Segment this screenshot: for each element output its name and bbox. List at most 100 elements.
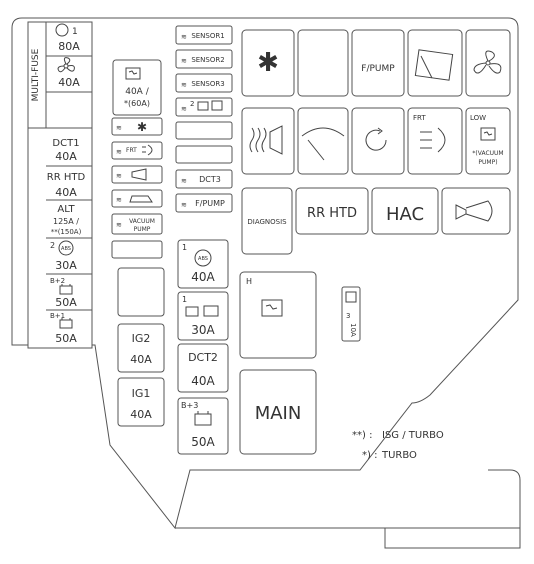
svg-text:≋: ≋ — [181, 81, 187, 89]
relay-horn[interactable] — [441, 187, 511, 235]
battery-icon — [59, 318, 73, 329]
svg-text:VACUUM: VACUUM — [129, 218, 155, 225]
snowflake-icon: ✱ — [257, 48, 279, 78]
mini-fuses: ≋ ✱ ≋ FRT ≋ ≋ ≋ VACUU — [111, 117, 163, 259]
empty-fuse-slot[interactable] — [175, 145, 233, 164]
cooling-fan-relay-icon — [125, 67, 141, 80]
cooling-fan-icon — [480, 127, 496, 141]
svg-text:SENSOR3: SENSOR3 — [191, 80, 224, 88]
fuse-abs-40a[interactable]: 1 ABS 40A — [177, 239, 229, 289]
legend: **) : ISG / TURBO *) : TURBO — [352, 430, 444, 461]
svg-text:≋: ≋ — [181, 105, 187, 113]
fuse-ig2[interactable]: IG2 40A — [117, 323, 165, 373]
wiper-icon — [414, 49, 454, 81]
svg-text:50A: 50A — [55, 332, 77, 345]
fuse-main[interactable]: MAIN — [239, 369, 317, 455]
svg-text:**(150A): **(150A) — [51, 228, 82, 236]
relay-diagnosis[interactable]: DIAGNOSIS — [241, 187, 293, 255]
fuse-vacuum-pump-mini[interactable]: ≋ VACUUM PUMP — [111, 213, 163, 235]
relay-wiper-2[interactable] — [297, 107, 349, 175]
cooling-fan-relay-icon — [261, 299, 283, 317]
svg-text:≋: ≋ — [116, 221, 122, 229]
sensor-fuses: ≋ SENSOR1 ≋ SENSOR2 ≋ SENSOR3 ≋ 2 — [175, 25, 233, 117]
relay-fan[interactable] — [465, 29, 511, 97]
svg-text:40A /: 40A / — [125, 87, 149, 97]
relay-wiper[interactable] — [407, 29, 463, 97]
svg-text:DCT1: DCT1 — [52, 138, 79, 149]
battery-icon — [59, 284, 73, 295]
svg-text:B+3: B+3 — [181, 401, 198, 410]
relay-ac[interactable]: ✱ — [241, 29, 295, 97]
empty-fuse-slot[interactable] — [111, 240, 163, 259]
horn-icon — [131, 168, 147, 181]
empty-fuse-slot[interactable] — [175, 121, 233, 140]
rotate-icon — [365, 127, 387, 151]
svg-text:F/PUMP: F/PUMP — [361, 64, 395, 74]
fuse-frt-fog-mini[interactable]: ≋ FRT — [111, 141, 163, 160]
fuse-b3-50a[interactable]: B+3 50A — [177, 397, 229, 455]
fuse-sensor3[interactable]: ≋ SENSOR3 — [175, 73, 233, 93]
relay-row-1: ✱ F/PUMP — [241, 29, 511, 97]
blank-block — [117, 267, 165, 317]
cooling-fan-relay-40a[interactable]: 40A / *(60A) — [112, 59, 162, 116]
relay-low-cooling-fan[interactable]: LOW *(VACUUM PUMP) — [465, 107, 511, 175]
fan-icon — [57, 57, 75, 73]
rear-defrost-icon — [249, 125, 283, 155]
fuse-ig1[interactable]: IG1 40A — [117, 377, 165, 427]
svg-text:40A: 40A — [58, 76, 80, 89]
fuse-horn-mini[interactable]: ≋ — [111, 165, 163, 184]
fuse-f-pump[interactable]: ≋ F/PUMP — [175, 193, 233, 213]
svg-text:DIAGNOSIS: DIAGNOSIS — [247, 218, 287, 226]
svg-text:10A: 10A — [349, 323, 357, 337]
svg-text:RR HTD: RR HTD — [47, 172, 86, 183]
fuse-sensor2[interactable]: ≋ SENSOR2 — [175, 49, 233, 69]
car-icon — [129, 195, 153, 203]
abs-icon: ABS — [194, 249, 212, 267]
relay-f-pump[interactable]: F/PUMP — [351, 29, 405, 97]
fuse-fan-40a[interactable]: 40A — [46, 57, 92, 93]
relay-blank[interactable] — [297, 29, 349, 97]
svg-text:IG2: IG2 — [132, 332, 151, 345]
fuse-dct3[interactable]: ≋ DCT3 — [175, 169, 233, 189]
relay-hac[interactable]: HAC — [371, 187, 439, 235]
battery-icon — [194, 411, 212, 426]
relay-rear-defrost[interactable] — [241, 107, 295, 175]
engine-icon — [185, 305, 219, 317]
svg-text:30A: 30A — [191, 323, 215, 337]
svg-text:≋: ≋ — [116, 196, 122, 204]
fuse-dct1[interactable]: DCT1 40A — [46, 138, 92, 167]
svg-text:1: 1 — [72, 27, 78, 37]
fuse-steering-80a[interactable]: 1 80A — [46, 23, 92, 57]
relay-frt-fog[interactable]: FRT — [407, 107, 463, 175]
fan-icon — [473, 50, 502, 74]
legend-symbol-turbo: *) : — [362, 450, 377, 461]
svg-text:50A: 50A — [191, 435, 215, 449]
fuse-rr-htd[interactable]: RR HTD 40A — [46, 172, 92, 201]
fuse-car-mini[interactable]: ≋ — [111, 189, 163, 208]
fuse-engine-2[interactable]: ≋ 2 — [175, 97, 233, 117]
relay-h[interactable]: H — [239, 271, 317, 359]
svg-text:FRT: FRT — [413, 114, 426, 122]
svg-text:40A: 40A — [130, 353, 152, 366]
svg-text:≋: ≋ — [116, 148, 122, 156]
svg-text:ABS: ABS — [198, 256, 208, 262]
svg-text:LOW: LOW — [470, 114, 486, 122]
fuse-alt[interactable]: ALT 125A / **(150A) — [46, 204, 92, 239]
svg-text:RR HTD: RR HTD — [307, 206, 357, 221]
fuse-dct2[interactable]: DCT2 40A — [177, 343, 229, 393]
svg-text:40A: 40A — [55, 150, 77, 163]
fuse-abs-30a[interactable]: 2 ABS 30A — [46, 240, 92, 275]
svg-text:HAC: HAC — [386, 204, 424, 225]
relay-rr-htd[interactable]: RR HTD — [295, 187, 369, 235]
horn-icon — [455, 200, 493, 222]
fuse-b1-50a[interactable]: B+1 50A — [50, 312, 77, 345]
svg-text:≋: ≋ — [116, 124, 122, 132]
fuse-snowflake-mini[interactable]: ≋ ✱ — [111, 117, 163, 136]
fuse-sensor1[interactable]: ≋ SENSOR1 — [175, 25, 233, 45]
fuse-engine-10a[interactable]: 3 10A — [341, 286, 361, 342]
svg-text:SENSOR1: SENSOR1 — [191, 32, 224, 40]
fuse-engine-30a[interactable]: 1 30A — [177, 291, 229, 341]
relay-rotate[interactable] — [351, 107, 405, 175]
fuse-b2-50a[interactable]: B+2 50A — [46, 277, 92, 311]
svg-text:ABS: ABS — [61, 246, 71, 252]
